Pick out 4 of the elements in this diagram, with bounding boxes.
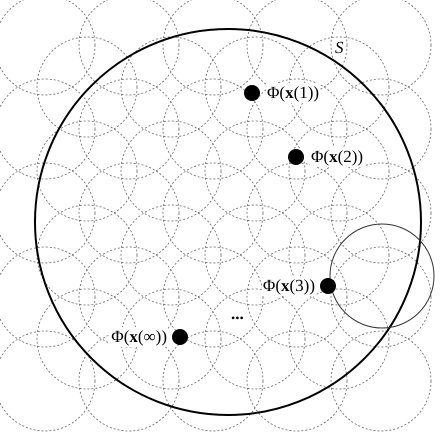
point-label: Φ(x(2)) [310,147,364,167]
point-label: Φ(x(1)) [266,83,320,103]
point-label: Φ(x(3)) [262,276,316,296]
point-label: Φ(x(∞)) [110,327,168,347]
